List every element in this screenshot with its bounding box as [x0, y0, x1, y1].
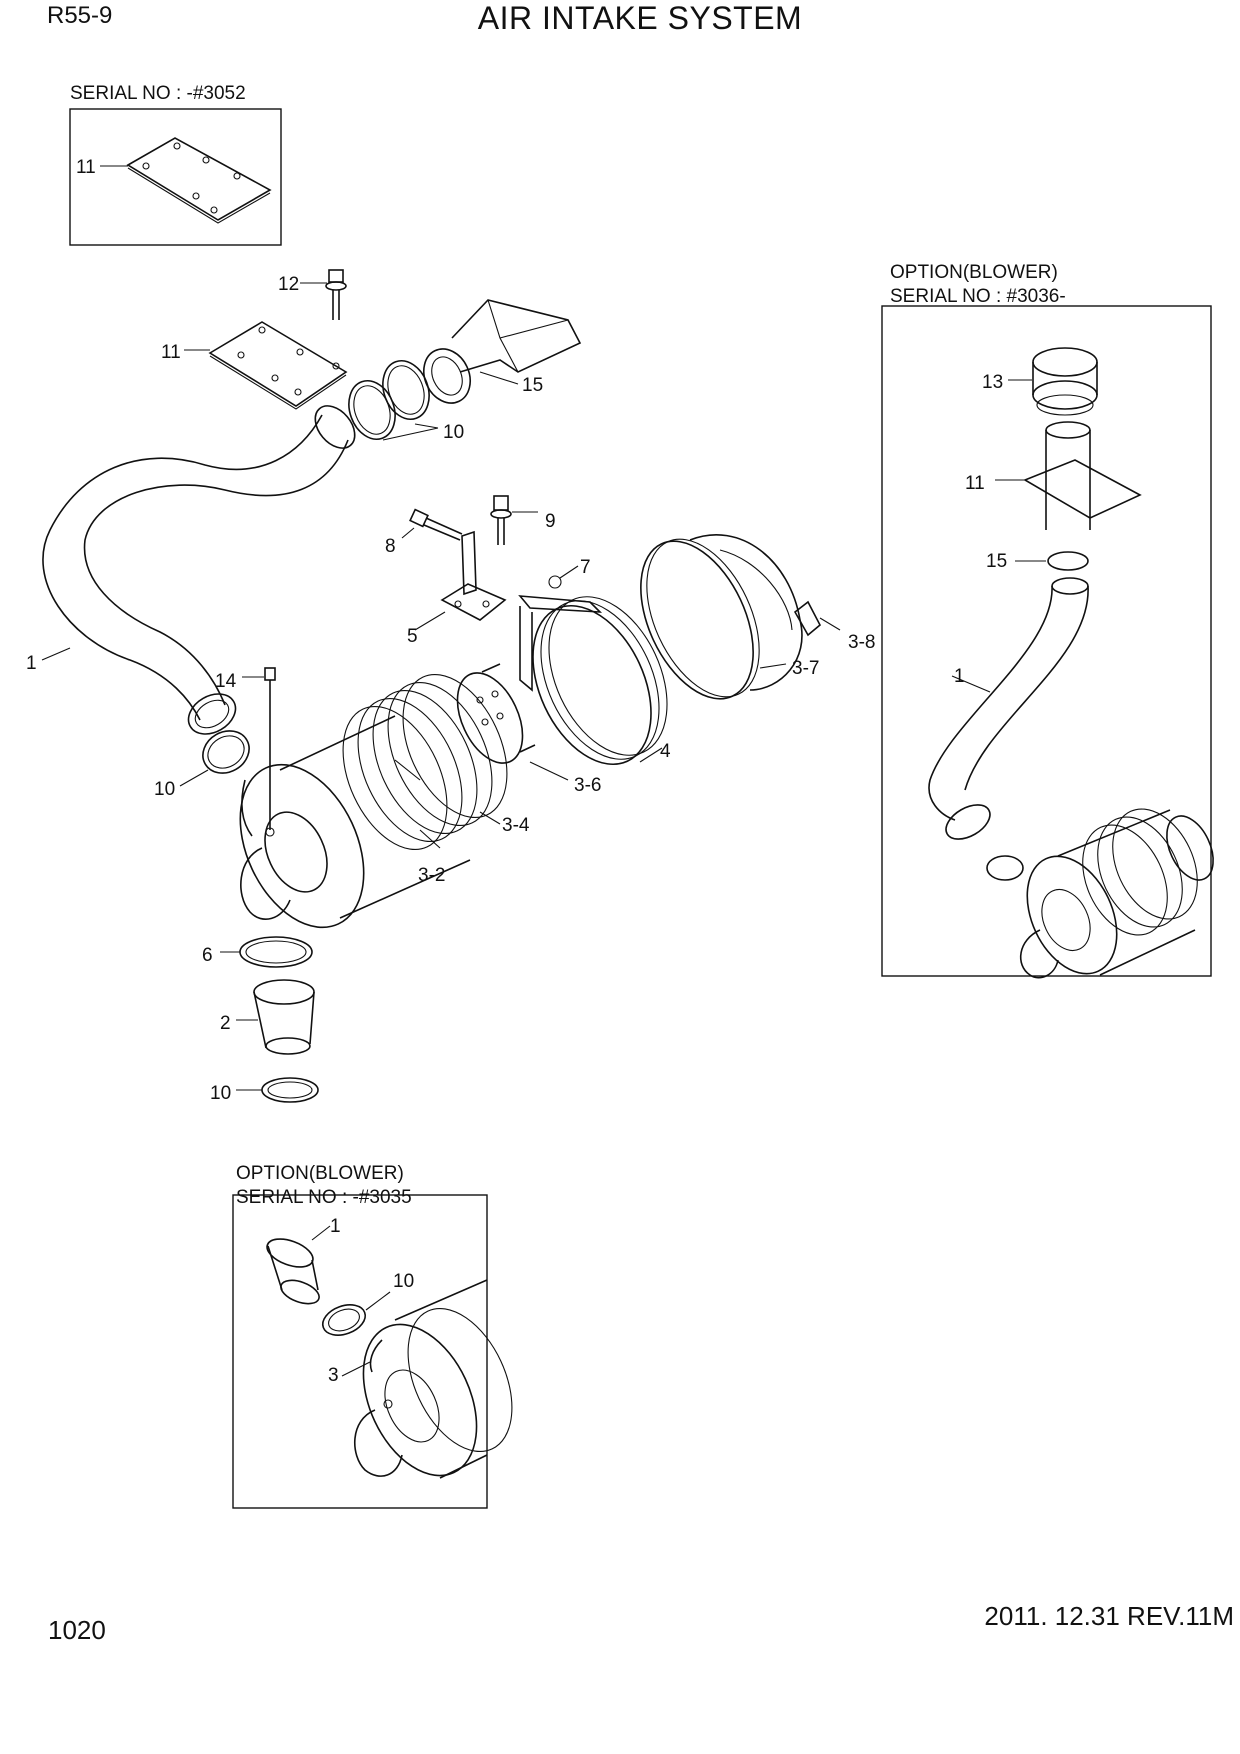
band-bracket-7 [518, 565, 603, 692]
inset-serial-bottom: SERIAL NO : -#3035 [236, 1187, 412, 1208]
model-name: R55-9 [47, 2, 113, 29]
inset-serial-right: SERIAL NO : #3036- [890, 286, 1066, 307]
clamp-10-middle [179, 730, 250, 787]
callout-label: 14 [215, 671, 237, 692]
callout-label: 3-6 [574, 775, 602, 796]
callout-label: 15 [986, 551, 1008, 572]
callout-label: 2 [220, 1013, 231, 1034]
plate-11 [184, 321, 348, 410]
callout-label: 9 [545, 511, 556, 532]
element-3-4 [342, 673, 508, 851]
clamp-10-bottom [236, 1077, 319, 1103]
callout-label: 13 [982, 372, 1004, 393]
page-number: 1020 [48, 1615, 106, 1645]
inset-option-right: OPTION(BLOWER) [890, 262, 1058, 283]
pipe-3-6 [456, 663, 569, 781]
bolt-8 [401, 508, 463, 541]
air-cleaner-3-2 [239, 715, 471, 929]
air-cleaner-3-bottom [341, 1279, 513, 1479]
air-cleaner-right [986, 808, 1214, 979]
callout-label: 10 [443, 422, 465, 443]
callout-label: 15 [522, 375, 544, 396]
callout-label: 3-8 [848, 632, 876, 653]
hose-1-right [928, 577, 1089, 840]
bolt-12 [300, 269, 347, 320]
callout-label: 3 [328, 1365, 339, 1386]
page-title: AIR INTAKE SYSTEM [477, 0, 803, 36]
inset-frame-top-left [69, 108, 282, 246]
callout-label: 7 [580, 557, 591, 578]
sensor-14 [242, 667, 276, 837]
clamps-10-top [348, 360, 439, 441]
callout-label: 10 [393, 1271, 415, 1292]
hose-1 [41, 405, 356, 735]
callout-label: 1 [954, 666, 965, 687]
callout-label: 1 [330, 1216, 341, 1237]
inset-option-bottom: OPTION(BLOWER) [236, 1163, 404, 1184]
callout-label: 5 [407, 626, 418, 647]
callout-label: 11 [161, 342, 181, 363]
callout-label: 10 [210, 1083, 232, 1104]
clamp-6 [220, 936, 313, 968]
bolt-9 [490, 495, 538, 545]
callout-label: 8 [385, 536, 396, 557]
callout-label: 4 [660, 741, 671, 762]
plate-11-inset [100, 137, 272, 224]
cover-3-7 [640, 534, 841, 700]
callout-label: 10 [154, 779, 176, 800]
inset-frame-bottom [232, 1194, 488, 1509]
inset-serial-top-left: SERIAL NO : -#3052 [70, 83, 246, 104]
hose-1-bottom [266, 1225, 331, 1305]
callout-label: 3-7 [792, 658, 820, 679]
callout-label: 1 [26, 653, 37, 674]
clamp-15-right [1015, 551, 1089, 571]
bracket-5 [414, 530, 507, 631]
callout-label: 6 [202, 945, 213, 966]
band-4 [532, 596, 668, 766]
revision-date: 2011. 12.31 REV.11M [984, 1601, 1234, 1631]
clamp-10-bottom-inset [321, 1291, 391, 1336]
blower-13 [1008, 347, 1098, 416]
hose-2 [236, 979, 315, 1055]
elbow-15 [423, 299, 582, 404]
plate-11-right [995, 421, 1142, 530]
callout-label: 11 [76, 157, 96, 178]
callout-label: 3-4 [502, 815, 530, 836]
callout-label: 11 [965, 473, 985, 494]
callout-label: 12 [278, 274, 300, 295]
